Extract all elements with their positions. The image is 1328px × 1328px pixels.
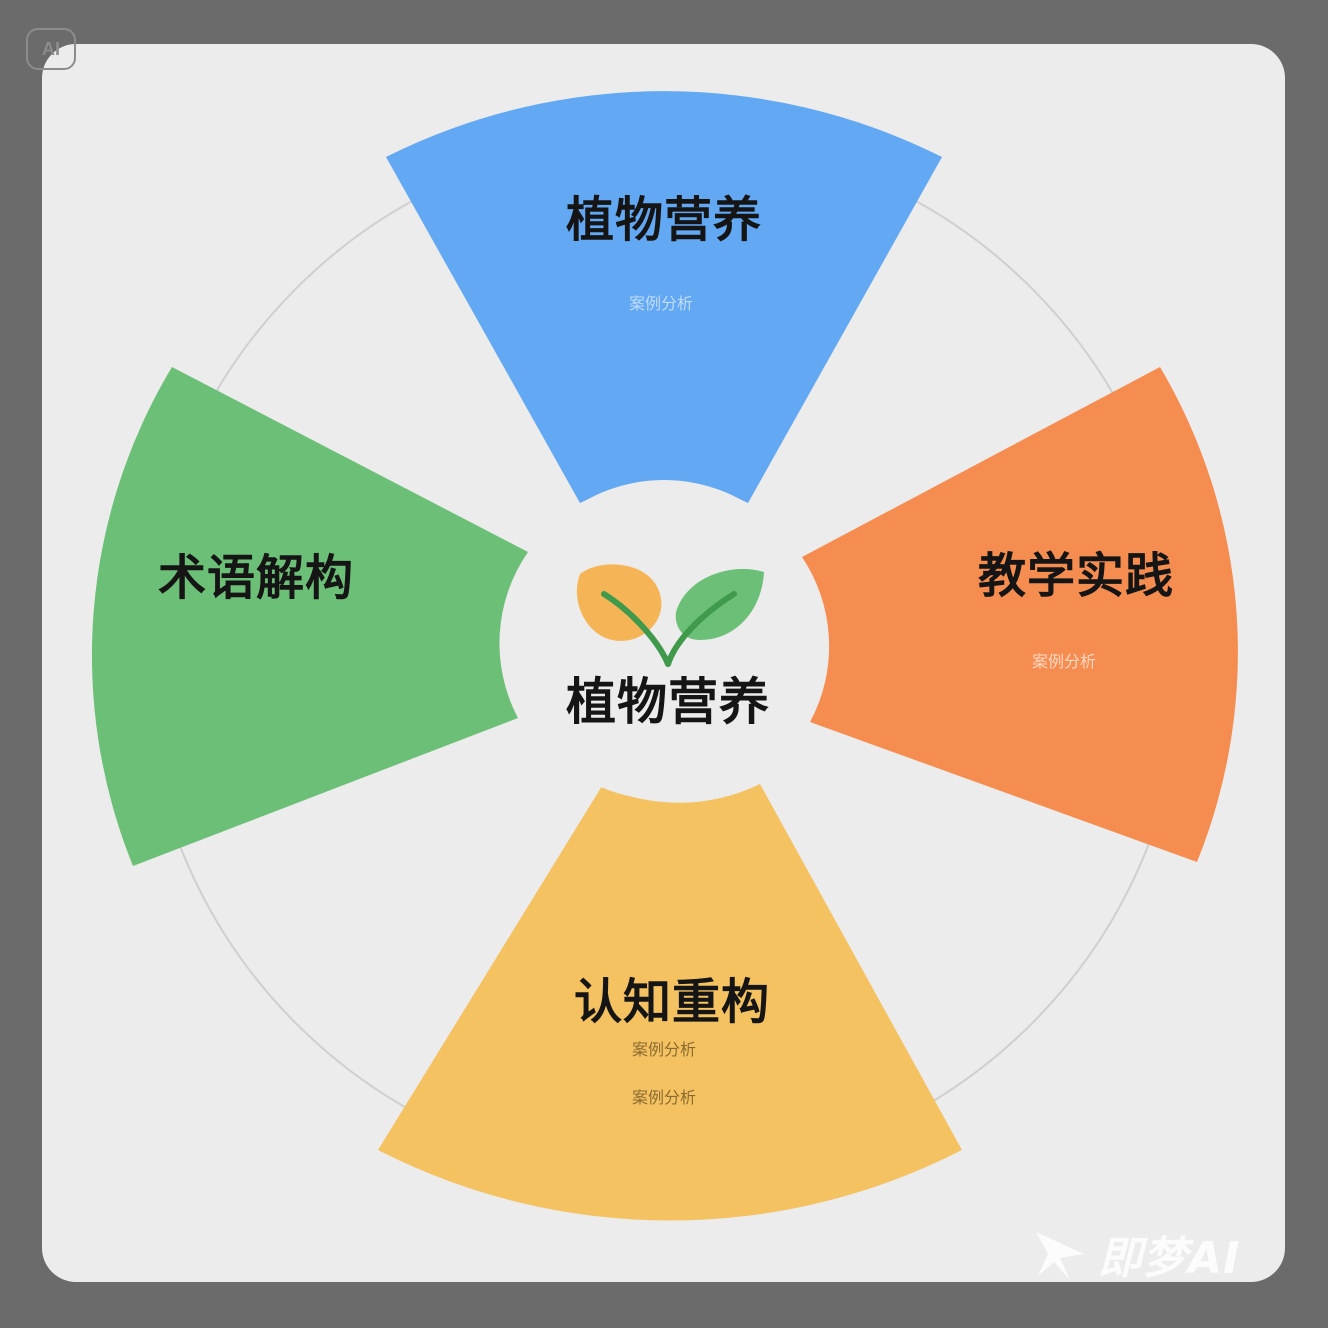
segment-top-line-1: 案例分析 [628, 294, 694, 313]
segment-right-title: 教学实践 [977, 548, 1175, 604]
segment-right [802, 367, 1238, 862]
segment-bottom [378, 784, 962, 1221]
segment-left-title: 术语解构 [157, 550, 355, 606]
segment-right-line-1: 案例分析 [1031, 652, 1097, 671]
center-label: 植物营养 [566, 673, 770, 731]
segment-bottom-title: 认知重构 [573, 974, 771, 1030]
segment-bottom-text: 案例分析 案例分析 [632, 1038, 696, 1108]
segment-left [91, 367, 528, 866]
segment-bottom-line-1: 案例分析 [631, 1040, 697, 1059]
watermark-logo-icon [1036, 1232, 1084, 1280]
watermark-text: 即梦AI [1098, 1233, 1241, 1284]
ai-badge: AI [26, 28, 76, 70]
segment-top [386, 91, 942, 504]
segment-bottom-line-2: 案例分析 [631, 1088, 697, 1107]
watermark: 即梦AI [1030, 1222, 1240, 1286]
segment-right-text: 案例分析 [1032, 650, 1096, 672]
center-hub [504, 480, 824, 800]
segment-top-title: 植物营养 [565, 192, 763, 248]
sprout-icon [576, 564, 764, 667]
segment-top-text: 案例分析 [629, 292, 693, 314]
